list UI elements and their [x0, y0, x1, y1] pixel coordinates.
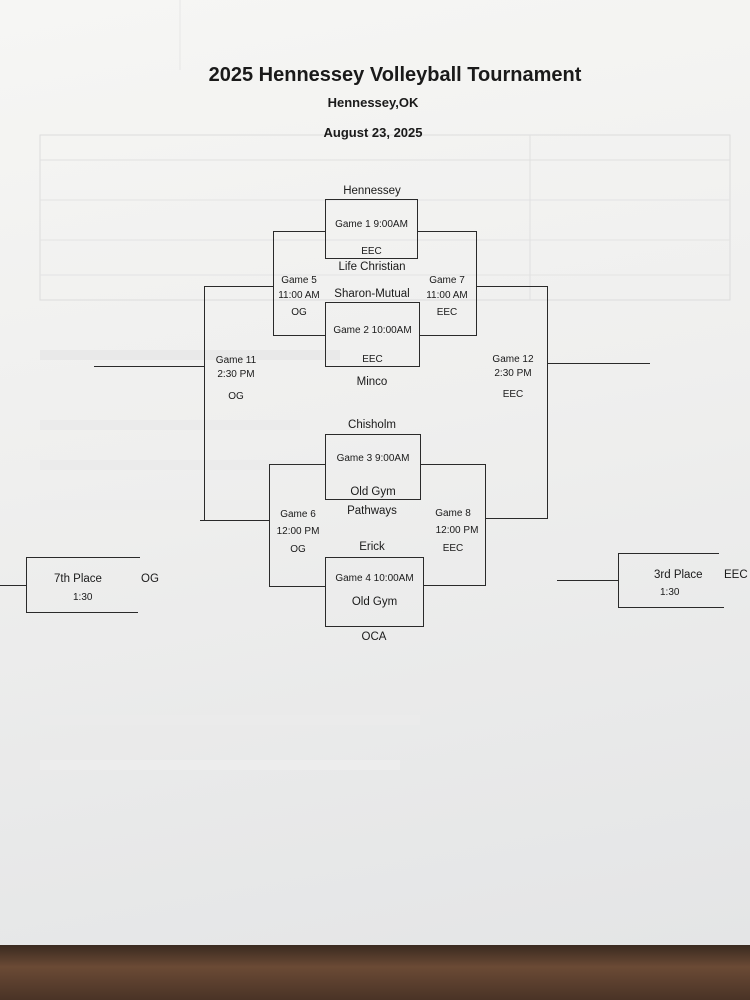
- seventh-place-time: 1:30: [73, 592, 93, 603]
- third-place-time: 1:30: [660, 587, 680, 598]
- game5-team-life-christian: Life Christian: [338, 261, 406, 273]
- seventh-place-bottom-line: [26, 612, 138, 614]
- game4-top-team: Erick: [359, 541, 385, 553]
- game12-time: 2:30 PM: [494, 368, 532, 379]
- game11-time: 2:30 PM: [217, 369, 255, 380]
- game11-bottom-line: [200, 520, 270, 522]
- game8-top-line: [421, 464, 486, 466]
- third-place-court: EEC: [724, 569, 748, 581]
- third-place-stub-line: [557, 580, 619, 582]
- game2-top-team: Sharon-Mutual: [334, 288, 410, 300]
- game6-top-line: [269, 464, 325, 466]
- seventh-place-stub-line: [0, 585, 27, 587]
- game5-court: OG: [291, 307, 307, 318]
- game12-label: Game 12: [492, 354, 534, 365]
- game4-label: Game 4 10:00AM: [335, 573, 414, 584]
- third-place-label: 3rd Place: [654, 569, 703, 581]
- game12-court: EEC: [502, 389, 524, 400]
- game6-label: Game 6: [280, 509, 316, 520]
- game11-top-line: [204, 286, 274, 288]
- game2-label: Game 2 10:00AM: [333, 325, 412, 336]
- third-place-bottom-line: [618, 607, 724, 609]
- game5-label: Game 5: [281, 275, 317, 286]
- game7-top-line: [418, 231, 477, 233]
- game11-vertical-line: [204, 286, 206, 521]
- game6-vertical-line: [269, 464, 271, 587]
- seventh-place-label: 7th Place: [54, 573, 102, 585]
- game7-bottom-line: [420, 335, 477, 337]
- game12-top-line: [477, 286, 548, 288]
- show-through-background: [39, 0, 731, 770]
- game8-vertical-line: [485, 464, 487, 586]
- game7-court: EEC: [436, 307, 458, 318]
- game3-court: Old Gym: [350, 486, 396, 498]
- game3-box: [325, 434, 421, 500]
- game5-top-line: [273, 231, 325, 233]
- game7-vertical-line: [476, 231, 478, 336]
- game3-label: Game 3 9:00AM: [336, 453, 410, 464]
- game2-bottom-team: Minco: [356, 376, 388, 388]
- seventh-place-court: OG: [141, 573, 159, 585]
- game12-bottom-line: [486, 518, 548, 520]
- game5-vertical-line: [273, 231, 275, 336]
- page-title: 2025 Hennessey Volleyball Tournament: [208, 64, 582, 86]
- game5-bottom-line: [273, 335, 325, 337]
- game8-label: Game 8: [435, 508, 471, 519]
- location-text: Hennessey,OK: [327, 95, 419, 110]
- game4-court: Old Gym: [351, 596, 398, 608]
- game3-top-team: Chisholm: [348, 419, 396, 431]
- game11-winner-line: [94, 366, 205, 368]
- paper-sheet: 2025 Hennessey Volleyball Tournament Hen…: [0, 0, 750, 945]
- game6-bottom-line: [269, 586, 325, 588]
- table-surface: [0, 945, 750, 1000]
- game11-label: Game 11: [215, 355, 257, 366]
- game7-label: Game 7: [429, 275, 465, 286]
- game12-winner-line: [547, 363, 650, 365]
- date-text: August 23, 2025: [323, 125, 423, 140]
- seventh-place-top-line: [26, 557, 140, 559]
- game7-time: 11:00 AM: [426, 290, 468, 301]
- game1-court: EEC: [361, 246, 382, 257]
- game6-court: OG: [290, 544, 306, 555]
- game12-vertical-line: [547, 286, 549, 519]
- game4-bottom-team: OCA: [361, 631, 387, 643]
- game8-time: 12:00 PM: [435, 525, 479, 536]
- game6-team-pathways: Pathways: [347, 505, 397, 517]
- game6-time: 12:00 PM: [276, 526, 320, 537]
- game2-box: [325, 302, 420, 367]
- third-place-top-line: [618, 553, 719, 555]
- game2-court: EEC: [362, 354, 383, 365]
- game1-box: [325, 199, 418, 259]
- game5-time: 11:00 AM: [278, 290, 320, 301]
- game11-court: OG: [228, 391, 244, 402]
- game8-bottom-line: [424, 585, 486, 587]
- game1-top-team: Hennessey: [343, 185, 401, 197]
- game4-box: [325, 557, 424, 627]
- game8-court: EEC: [442, 543, 464, 554]
- game1-label: Game 1 9:00AM: [335, 219, 408, 230]
